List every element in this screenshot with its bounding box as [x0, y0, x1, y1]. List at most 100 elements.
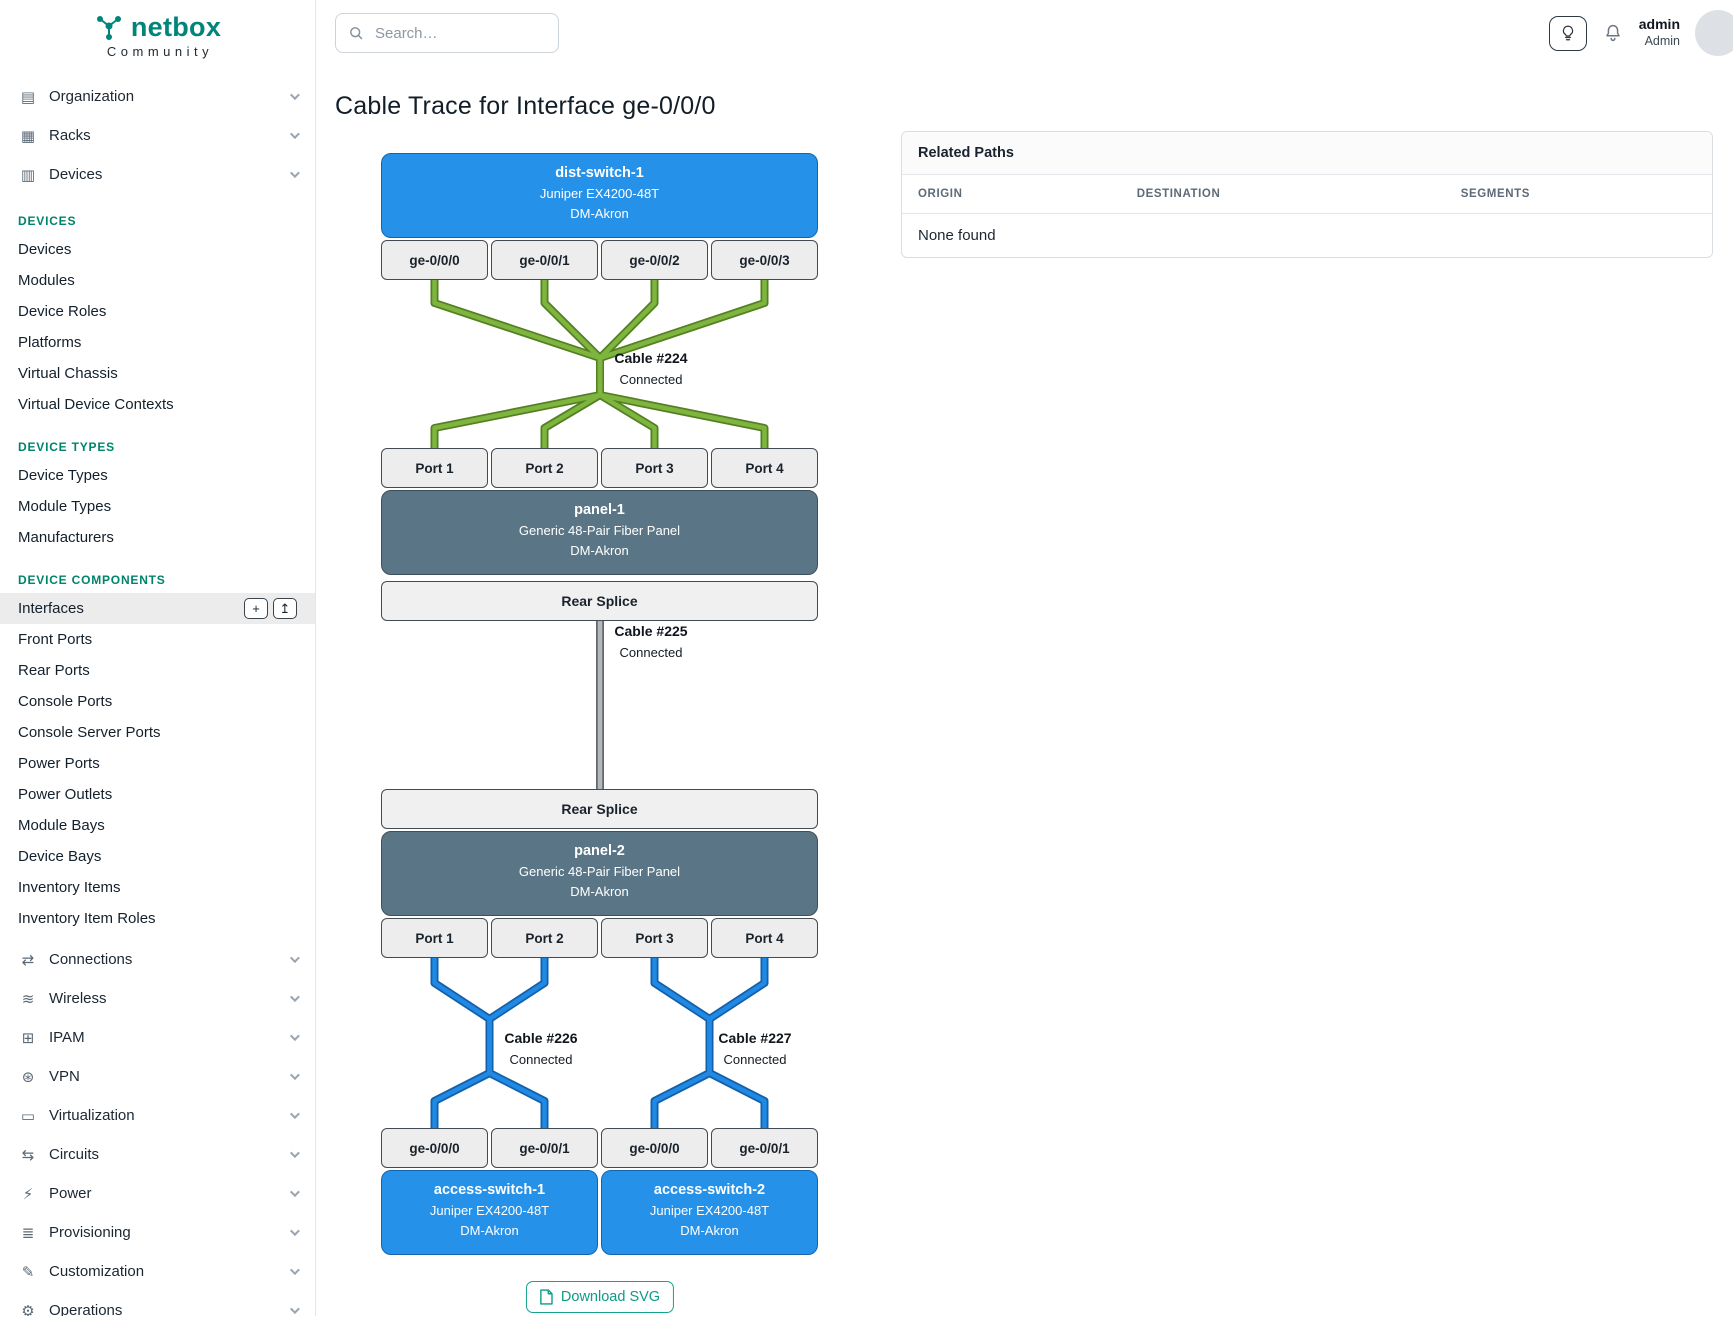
chevron-down-icon: [289, 1265, 300, 1276]
sidebar-item-module-bays[interactable]: Module Bays: [18, 817, 105, 834]
sidebar-item-vpn[interactable]: VPN: [0, 1057, 315, 1096]
search-icon: [350, 27, 363, 40]
device-node-panel-1[interactable]: panel-1 Generic 48-Pair Fiber Panel DM-A…: [381, 490, 818, 575]
sidebar-item-inventory-item-roles[interactable]: Inventory Item Roles: [18, 910, 156, 927]
sidebar-item-wireless[interactable]: Wireless: [0, 979, 315, 1018]
cable-trace-diagram: dist-switch-1 Juniper EX4200-48T DM-Akro…: [381, 153, 821, 1328]
notifications-button[interactable]: [1602, 22, 1624, 44]
sidebar-item-rear-ports[interactable]: Rear Ports: [18, 662, 90, 679]
sidebar-item-ipam[interactable]: IPAM: [0, 1018, 315, 1057]
chevron-down-icon: [289, 1226, 300, 1237]
related-paths-card: Related Paths Origin Destination Segment…: [901, 131, 1713, 258]
sidebar-item-circuits[interactable]: Circuits: [0, 1135, 315, 1174]
chevron-down-icon: [289, 1070, 300, 1081]
add-interface-button[interactable]: [244, 598, 268, 619]
sidebar-item-device-types[interactable]: Device Types: [18, 467, 108, 484]
ipam-icon: [18, 1029, 38, 1047]
devices-icon: [18, 166, 38, 184]
cable-226-label[interactable]: Cable #226 Connected: [504, 1030, 578, 1067]
sidebar-item-connections[interactable]: Connections: [0, 940, 315, 979]
user-menu[interactable]: admin Admin: [1639, 16, 1680, 49]
sidebar-item-device-roles[interactable]: Device Roles: [18, 303, 107, 320]
cable-224-lines: [432, 280, 767, 448]
interface-node-ge-0-0-2[interactable]: ge-0/0/2: [601, 240, 708, 280]
customization-icon: [18, 1263, 38, 1281]
sidebar-item-power-outlets[interactable]: Power Outlets: [18, 786, 113, 803]
sidebar-item-console-server-ports[interactable]: Console Server Ports: [18, 724, 161, 741]
front-port-node-port4[interactable]: Port 4: [711, 448, 818, 488]
device-node-access-switch-1[interactable]: access-switch-1 Juniper EX4200-48T DM-Ak…: [381, 1170, 598, 1255]
import-interfaces-button[interactable]: [273, 598, 297, 619]
search-input[interactable]: [373, 23, 546, 43]
interface-node-as1-ge-0-0-0[interactable]: ge-0/0/0: [381, 1128, 488, 1168]
rear-port-node-rear-splice-2[interactable]: Rear Splice: [381, 789, 818, 829]
chevron-down-icon: [289, 129, 300, 140]
sidebar-item-module-types[interactable]: Module Types: [18, 498, 112, 515]
sidebar-item-platforms[interactable]: Platforms: [18, 334, 82, 351]
interface-node-ge-0-0-3[interactable]: ge-0/0/3: [711, 240, 818, 280]
front-port-node-panel2-port3[interactable]: Port 3: [601, 918, 708, 958]
interface-node-ge-0-0-0[interactable]: ge-0/0/0: [381, 240, 488, 280]
sidebar-item-device-bays[interactable]: Device Bays: [18, 848, 102, 865]
interface-node-as2-ge-0-0-1[interactable]: ge-0/0/1: [711, 1128, 818, 1168]
sidebar-item-manufacturers[interactable]: Manufacturers: [18, 529, 114, 546]
sidebar-item-devices[interactable]: Devices: [18, 241, 72, 258]
front-port-node-port2[interactable]: Port 2: [491, 448, 598, 488]
front-port-node-port1[interactable]: Port 1: [381, 448, 488, 488]
brand-subtitle: Community: [106, 44, 214, 59]
sidebar-item-virtualization[interactable]: Virtualization: [0, 1096, 315, 1135]
chevron-down-icon: [289, 168, 300, 179]
sidebar-item-devices-group[interactable]: Devices: [0, 155, 315, 194]
sidebar-item-provisioning[interactable]: Provisioning: [0, 1213, 315, 1252]
front-port-node-panel2-port4[interactable]: Port 4: [711, 918, 818, 958]
device-node-access-switch-2[interactable]: access-switch-2 Juniper EX4200-48T DM-Ak…: [601, 1170, 818, 1255]
interface-node-ge-0-0-1[interactable]: ge-0/0/1: [491, 240, 598, 280]
chevron-down-icon: [289, 1148, 300, 1159]
device-node-dist-switch-1[interactable]: dist-switch-1 Juniper EX4200-48T DM-Akro…: [381, 153, 818, 238]
chevron-down-icon: [289, 992, 300, 1003]
front-port-node-port3[interactable]: Port 3: [601, 448, 708, 488]
chevron-down-icon: [289, 1109, 300, 1120]
table-row: None found: [902, 214, 1712, 258]
sidebar-item-racks[interactable]: Racks: [0, 116, 315, 155]
interface-node-as2-ge-0-0-0[interactable]: ge-0/0/0: [601, 1128, 708, 1168]
cable-227-label[interactable]: Cable #227 Connected: [718, 1030, 792, 1067]
sidebar-item-front-ports[interactable]: Front Ports: [18, 631, 93, 648]
front-port-node-panel2-port2[interactable]: Port 2: [491, 918, 598, 958]
sidebar-item-power[interactable]: Power: [0, 1174, 315, 1213]
user-role: Admin: [1644, 33, 1680, 48]
sidebar-item-power-ports[interactable]: Power Ports: [18, 755, 100, 772]
cable-224-label[interactable]: Cable #224 Connected: [614, 350, 688, 387]
power-icon: [18, 1185, 38, 1203]
sidebar-item-virtual-device-contexts[interactable]: Virtual Device Contexts: [18, 396, 174, 413]
sidebar-nav: Organization Racks Devices Devices Devic…: [0, 59, 315, 1316]
vpn-icon: [18, 1068, 38, 1086]
rear-port-node-rear-splice-1[interactable]: Rear Splice: [381, 581, 818, 621]
cable-225-label[interactable]: Cable #225 Connected: [614, 623, 688, 660]
chevron-down-icon: [289, 1187, 300, 1198]
download-svg-button[interactable]: Download SVG: [525, 1281, 675, 1313]
chevron-down-icon: [289, 1304, 300, 1315]
sidebar-item-modules[interactable]: Modules: [18, 272, 75, 289]
virtualization-icon: [18, 1107, 38, 1125]
operations-icon: [18, 1302, 38, 1317]
sidebar-item-customization[interactable]: Customization: [0, 1252, 315, 1291]
device-node-panel-2[interactable]: panel-2 Generic 48-Pair Fiber Panel DM-A…: [381, 831, 818, 916]
sidebar-item-console-ports[interactable]: Console Ports: [18, 693, 113, 710]
topbar: admin Admin: [316, 0, 1733, 66]
main-area: admin Admin Cable Trace for Interface ge…: [316, 0, 1733, 1316]
sidebar-item-virtual-chassis[interactable]: Virtual Chassis: [18, 365, 118, 382]
avatar[interactable]: [1695, 10, 1733, 56]
sidebar-item-organization[interactable]: Organization: [0, 77, 315, 116]
sidebar-item-interfaces[interactable]: Interfaces: [0, 593, 315, 624]
theme-toggle-button[interactable]: [1548, 15, 1587, 51]
sidebar-item-inventory-items[interactable]: Inventory Items: [18, 879, 121, 896]
front-port-node-panel2-port1[interactable]: Port 1: [381, 918, 488, 958]
chevron-down-icon: [289, 1031, 300, 1042]
brand-logo[interactable]: netbox Community: [0, 0, 315, 59]
sidebar-section-devices: Devices: [18, 214, 77, 228]
user-name: admin: [1638, 16, 1680, 33]
sidebar-item-operations[interactable]: Operations: [0, 1291, 315, 1316]
interface-node-as1-ge-0-0-1[interactable]: ge-0/0/1: [491, 1128, 598, 1168]
search-box[interactable]: [335, 13, 559, 53]
